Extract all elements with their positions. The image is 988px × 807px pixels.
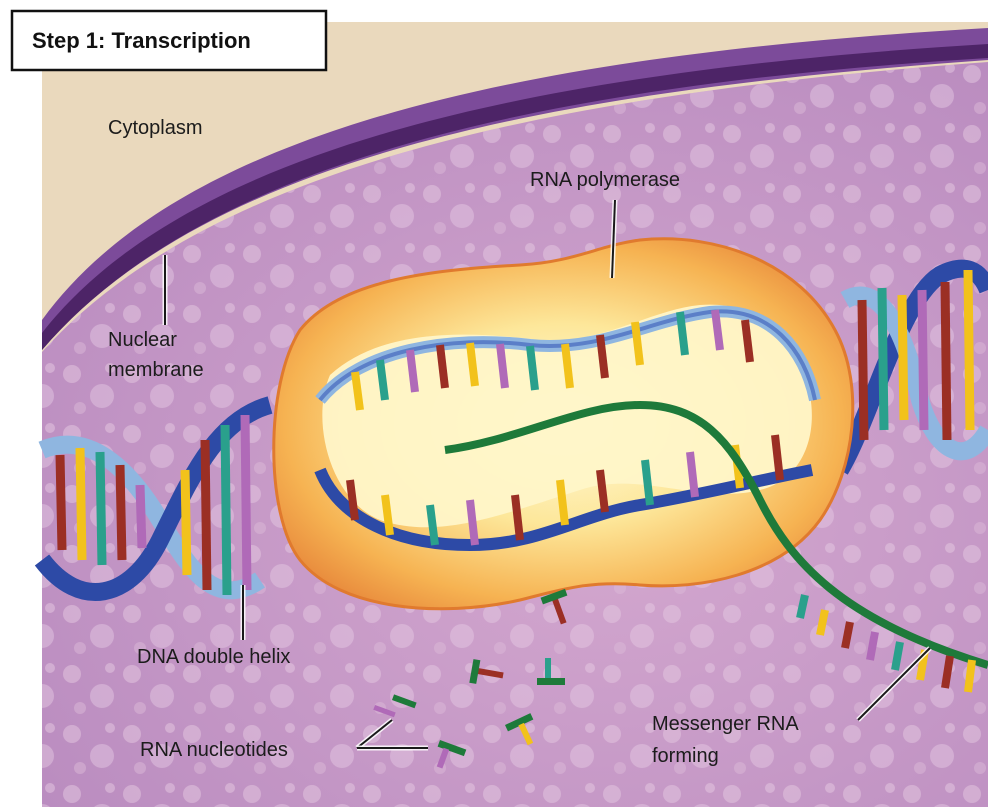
label-dna-double-helix: DNA double helix bbox=[137, 646, 290, 668]
label-messenger-rna-line1: Messenger RNA bbox=[652, 713, 799, 735]
label-rna-polymerase: RNA polymerase bbox=[530, 169, 680, 191]
label-cytoplasm: Cytoplasm bbox=[108, 117, 202, 139]
label-rna-nucleotides: RNA nucleotides bbox=[140, 739, 288, 761]
diagram-title: Step 1: Transcription bbox=[32, 28, 251, 53]
title-box: Step 1: Transcription bbox=[12, 11, 326, 70]
label-messenger-rna-line2: forming bbox=[652, 745, 719, 767]
label-nuclear-membrane-line2: membrane bbox=[108, 359, 204, 381]
label-nuclear-membrane-line1: Nuclear bbox=[108, 329, 177, 351]
